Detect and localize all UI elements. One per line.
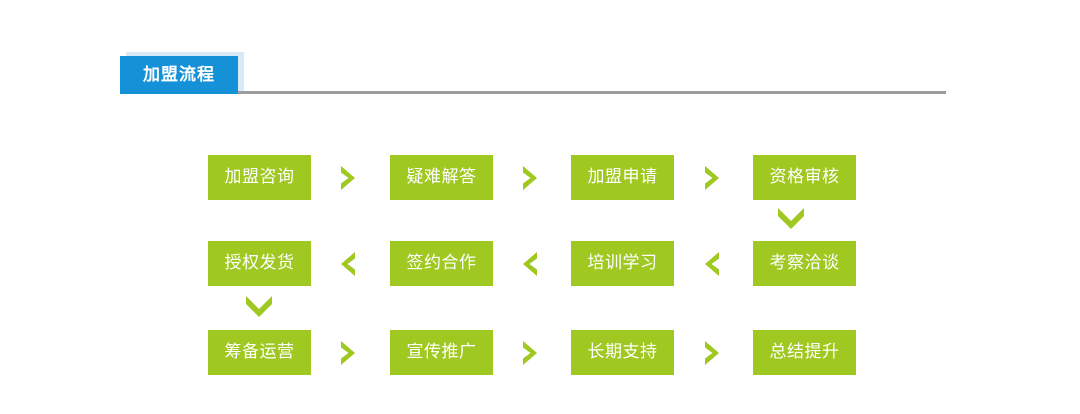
section-header: 加盟流程 <box>120 52 946 98</box>
flow-node: 筹备运营 <box>208 330 311 375</box>
flow-row-1: 加盟咨询 疑难解答 加盟申请 资格审核 <box>208 155 896 200</box>
flow-node: 总结提升 <box>753 330 856 375</box>
flow-node-label: 资格审核 <box>769 167 840 187</box>
flow-node: 加盟咨询 <box>208 155 311 200</box>
flow-row-3: 筹备运营 宣传推广 长期支持 总结提升 <box>208 330 896 375</box>
flow-node: 考察洽谈 <box>753 241 856 286</box>
chevron-right-icon <box>334 339 362 367</box>
flow-node: 培训学习 <box>571 241 674 286</box>
flow-node-label: 筹备运营 <box>224 342 295 362</box>
flow-node: 加盟申请 <box>571 155 674 200</box>
flow-node-label: 宣传推广 <box>406 342 477 362</box>
flow-node: 疑难解答 <box>390 155 493 200</box>
flow-node-label: 培训学习 <box>587 253 658 273</box>
chevron-right-icon <box>516 164 544 192</box>
flow-node-label: 考察洽谈 <box>769 253 840 273</box>
flow-node-label: 加盟咨询 <box>224 167 295 187</box>
chevron-right-icon <box>516 339 544 367</box>
flow-node-label: 加盟申请 <box>587 167 658 187</box>
flow-node: 长期支持 <box>571 330 674 375</box>
flow-node: 宣传推广 <box>390 330 493 375</box>
chevron-left-icon <box>698 250 726 278</box>
flow-row-2: 授权发货 签约合作 培训学习 考察洽谈 <box>208 241 896 286</box>
flow-node-label: 授权发货 <box>224 253 295 273</box>
chevron-left-icon <box>516 250 544 278</box>
flow-node: 签约合作 <box>390 241 493 286</box>
flow-node-label: 长期支持 <box>587 342 658 362</box>
chevron-down-icon <box>244 293 274 321</box>
page-title: 加盟流程 <box>143 64 215 85</box>
flow-node-label: 疑难解答 <box>406 167 477 187</box>
chevron-down-icon <box>776 205 806 233</box>
flow-node: 授权发货 <box>208 241 311 286</box>
section-header-tab: 加盟流程 <box>120 56 238 94</box>
chevron-left-icon <box>334 250 362 278</box>
flow-node-label: 总结提升 <box>769 342 840 362</box>
header-divider-rule <box>238 91 946 94</box>
chevron-right-icon <box>698 164 726 192</box>
flow-node: 资格审核 <box>753 155 856 200</box>
flow-node-label: 签约合作 <box>406 253 477 273</box>
chevron-right-icon <box>698 339 726 367</box>
chevron-right-icon <box>334 164 362 192</box>
